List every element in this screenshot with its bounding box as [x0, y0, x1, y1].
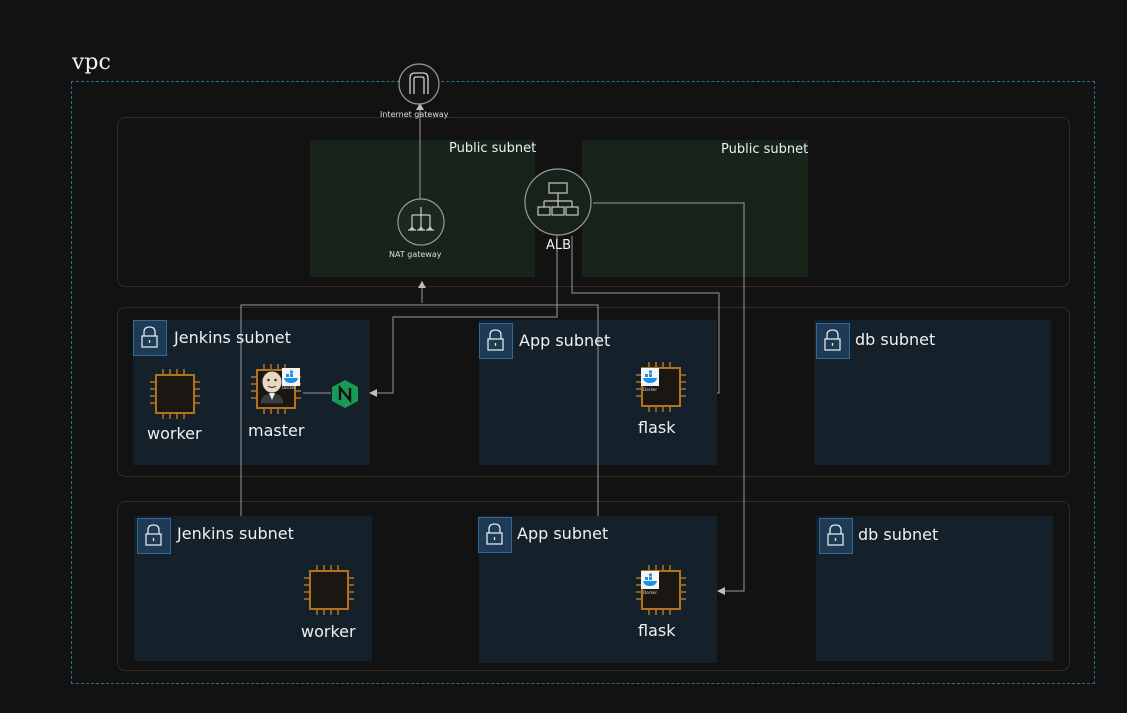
- alb-icon[interactable]: [523, 167, 593, 237]
- docker-badge-master-icon: [282, 368, 300, 390]
- db-subnet-2-label: db subnet: [858, 525, 939, 544]
- nat-gateway-icon[interactable]: [396, 197, 446, 247]
- public-subnet-2: [582, 140, 808, 277]
- docker-badge-flask2-icon: [641, 571, 659, 593]
- jenkins-logo-icon: [256, 368, 288, 408]
- flask-1-label: flask: [638, 418, 676, 437]
- worker-1-label: worker: [147, 424, 202, 443]
- docker-badge-master-label: Docker: [282, 385, 297, 390]
- db-subnet-1: [814, 320, 1051, 465]
- nat-gateway-label: NAT gateway: [389, 250, 442, 259]
- docker-badge-flask1-label: Docker: [643, 387, 658, 392]
- worker-instance-1-chip-icon[interactable]: [148, 367, 202, 421]
- alb-label: ALB: [546, 238, 572, 253]
- app-subnet-2-label: App subnet: [517, 524, 609, 543]
- public-subnet-2-label: Public subnet: [721, 142, 809, 157]
- jenkins-subnet-1-lock-icon: [133, 320, 167, 356]
- internet-gateway-icon[interactable]: [397, 62, 441, 106]
- public-subnet-1-label: Public subnet: [449, 141, 537, 156]
- vpc-boundary: [71, 81, 1095, 684]
- app-subnet-1-label: App subnet: [519, 331, 611, 350]
- app-subnet-1-lock-icon: [479, 323, 513, 359]
- db-subnet-1-label: db subnet: [855, 330, 936, 349]
- db-subnet-1-lock-icon: [816, 323, 850, 359]
- db-subnet-2: [816, 516, 1053, 661]
- docker-badge-flask1-icon: [641, 368, 659, 390]
- db-subnet-2-lock-icon: [819, 518, 853, 554]
- docker-badge-flask2-label: Docker: [643, 590, 658, 595]
- jenkins-subnet-2-lock-icon: [137, 518, 171, 554]
- internet-gateway-label: Internet gateway: [380, 110, 449, 119]
- vpc-label: vpc: [72, 50, 111, 75]
- worker-2-label: worker: [301, 622, 356, 641]
- worker-instance-2-chip-icon[interactable]: [302, 563, 356, 617]
- flask-2-label: flask: [638, 621, 676, 640]
- jenkins-subnet-1-label: Jenkins subnet: [174, 328, 291, 347]
- jenkins-subnet-2-label: Jenkins subnet: [177, 524, 294, 543]
- master-label: master: [248, 421, 305, 440]
- app-subnet-2-lock-icon: [478, 517, 512, 553]
- nginx-icon[interactable]: [331, 379, 359, 413]
